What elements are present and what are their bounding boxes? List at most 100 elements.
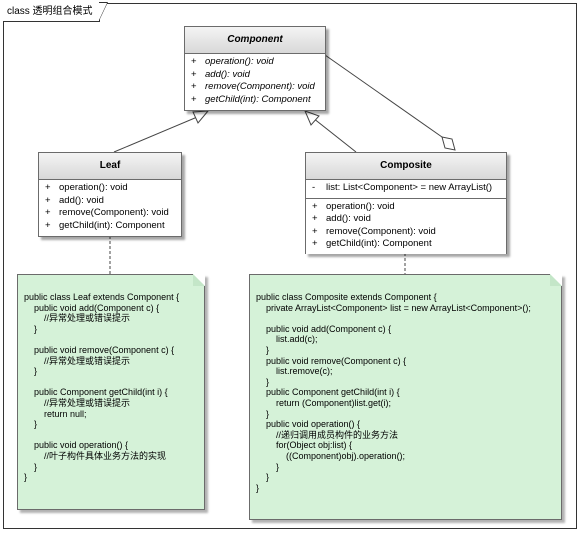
visibility-marker: + [312, 213, 318, 225]
operation-text: getChild(int): Component [326, 238, 432, 250]
code-line: } [24, 419, 38, 430]
code-line: } [256, 472, 270, 483]
code-line: //递归调用成员构件的业务方法 [256, 429, 399, 440]
operation-text: add(): void [59, 194, 104, 206]
leaf-class-name: Leaf [39, 153, 181, 180]
visibility-marker: + [312, 238, 318, 250]
visibility-marker: + [45, 182, 51, 193]
composite-op-row: + remove(Component): void [306, 226, 506, 239]
operation-text: operation(): void [59, 182, 128, 193]
component-op-row: + remove(Component): void [185, 81, 325, 94]
operation-text: getChild(int): Component [59, 219, 165, 231]
visibility-marker: + [191, 68, 197, 80]
code-line: //叶子构件具体业务方法的实现 [24, 450, 167, 461]
generalization-leaf-arrowhead [192, 110, 210, 124]
visibility-marker: + [45, 207, 51, 219]
visibility-marker: + [312, 225, 318, 237]
component-op-row: + getChild(int): Component [185, 94, 325, 107]
leaf-op-row: + add(): void [39, 195, 181, 208]
code-line: return null; [24, 408, 87, 419]
operation-text: remove(Component): void [205, 81, 315, 93]
code-line: public void operation() { [256, 419, 361, 430]
composite-attr-row: -list: List<Component> = new ArrayList() [306, 182, 506, 195]
visibility-marker: + [312, 200, 318, 212]
code-line: public void add(Component c) { [24, 302, 160, 313]
visibility-marker: + [191, 56, 197, 67]
code-line: public class Leaf extends Component { [24, 292, 180, 302]
composite-code-note[interactable]: public class Composite extends Component… [249, 274, 562, 520]
composite-class[interactable]: Composite -list: List<Component> = new A… [305, 152, 507, 254]
leaf-op-row: + operation(): void [39, 182, 181, 195]
code-line: } [24, 366, 38, 377]
aggregation-diamond [441, 136, 456, 151]
code-line: public void operation() { [24, 440, 129, 451]
code-line: private ArrayList<Component> list = new … [256, 302, 531, 313]
composite-class-name: Composite [306, 153, 506, 180]
operation-text: remove(Component): void [326, 225, 436, 237]
code-line: } [256, 482, 260, 493]
code-line: public void remove(Component c) { [256, 355, 407, 366]
code-line: } [256, 344, 270, 355]
composite-attributes: -list: List<Component> = new ArrayList() [306, 180, 506, 199]
code-line: } [256, 408, 270, 419]
attribute-text: list: List<Component> = new ArrayList() [326, 182, 493, 193]
code-line: for(Object obj:list) { [256, 440, 353, 451]
component-op-row: + add(): void [185, 69, 325, 82]
component-class[interactable]: Component + operation(): void + add(): voi… [184, 26, 326, 111]
code-line: public Component getChild(int i) { [256, 387, 400, 398]
generalization-composite-arrowhead [304, 110, 320, 126]
visibility-marker: + [191, 93, 197, 105]
code-line: //异常处理或错误提示 [24, 355, 131, 366]
code-line: list.add(c); [256, 334, 318, 345]
operation-text: add(): void [205, 68, 250, 80]
composite-op-row: + add(): void [306, 213, 506, 226]
aggregation-line [324, 54, 443, 138]
operation-text: add(): void [326, 213, 371, 225]
composite-op-row: + operation(): void [306, 201, 506, 214]
visibility-marker: - [312, 182, 316, 193]
operation-text: operation(): void [326, 200, 395, 212]
code-line: //异常处理或错误提示 [24, 313, 131, 324]
composite-operations: + operation(): void + add(): void + remove(… [306, 198, 506, 254]
diagram-frame [3, 3, 577, 529]
visibility-marker: + [191, 81, 197, 93]
code-line: public void remove(Component c) { [24, 344, 175, 355]
code-line: public class Composite extends Component… [256, 292, 437, 302]
leaf-code-note[interactable]: public class Leaf extends Component { pu… [17, 274, 205, 510]
composite-op-row: + getChild(int): Component [306, 238, 506, 251]
generalization-leaf-line [113, 114, 203, 153]
code-line: //异常处理或错误提示 [24, 397, 131, 408]
code-line: } [256, 376, 270, 387]
note-fold-corner [193, 274, 205, 286]
code-line: } [24, 461, 38, 472]
code-line: public void add(Component c) { [256, 323, 392, 334]
code-line: return (Component)list.get(i); [256, 397, 392, 408]
component-operations: + operation(): void + add(): void + remove(… [185, 54, 325, 110]
leaf-op-row: + remove(Component): void [39, 207, 181, 220]
code-line: ((Component)obj).operation(); [256, 450, 406, 461]
code-line: } [24, 323, 38, 334]
code-line [256, 313, 531, 324]
note-fold-corner [550, 274, 562, 286]
code-line: } [256, 461, 280, 472]
visibility-marker: + [45, 194, 51, 206]
code-line [24, 334, 179, 345]
generalization-composite-line [312, 117, 357, 153]
code-line [24, 430, 179, 441]
code-line: } [24, 472, 28, 483]
leaf-operations: + operation(): void + add(): void + remove(… [39, 180, 181, 236]
code-line: public Component getChild(int i) { [24, 387, 168, 398]
composite-code-text: public class Composite extends Component… [256, 292, 531, 493]
operation-text: getChild(int): Component [205, 93, 311, 105]
leaf-op-row: + getChild(int): Component [39, 220, 181, 233]
leaf-code-text: public class Leaf extends Component { pu… [24, 292, 179, 483]
visibility-marker: + [45, 219, 51, 231]
code-line [24, 377, 179, 388]
component-class-name: Component [185, 27, 325, 54]
operation-text: remove(Component): void [59, 207, 169, 219]
code-line: list.remove(c); [256, 366, 333, 377]
leaf-class[interactable]: Leaf + operation(): void + add(): void + re… [38, 152, 182, 237]
operation-text: operation(): void [205, 56, 274, 67]
frame-label: class 透明组合模式 [3, 2, 108, 22]
